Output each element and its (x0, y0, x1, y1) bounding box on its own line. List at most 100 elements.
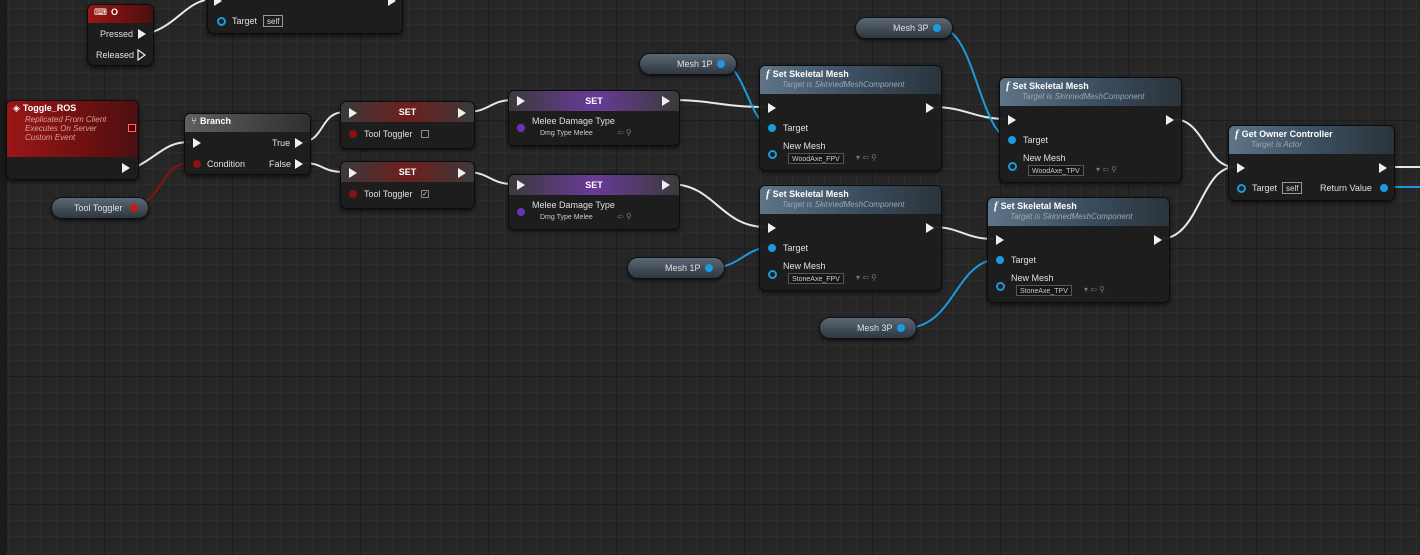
target-pin[interactable] (768, 124, 776, 132)
condition-pin[interactable] (193, 160, 201, 168)
reset-arrow-icon[interactable]: ▾ ⇦ ⚲ (856, 153, 878, 162)
exec-in-pin[interactable] (193, 138, 201, 148)
new-mesh-pin[interactable] (768, 150, 777, 159)
exec-in-pin[interactable] (1237, 163, 1245, 173)
exec-out-pin[interactable] (662, 180, 670, 190)
new-mesh-pin[interactable] (768, 270, 777, 279)
damage-type-dropdown[interactable]: Dmg Type Melee (540, 130, 593, 137)
function-icon: f (994, 200, 998, 212)
function-icon: f (1235, 128, 1239, 140)
mesh-asset-dropdown[interactable]: WoodAxe_FPV (788, 153, 844, 164)
exec-in-pin[interactable] (349, 168, 357, 178)
checkbox-unchecked[interactable] (421, 130, 429, 138)
variable-label: Mesh 1P (665, 263, 701, 273)
exec-out-pin[interactable] (458, 168, 466, 178)
set-tool-toggler-true[interactable]: SET Tool Toggler ✓ (340, 161, 475, 209)
self-value[interactable]: self (263, 15, 284, 27)
function-title: Get Owner Controller (1241, 129, 1333, 139)
mesh-3p-getter-top[interactable]: Mesh 3P (855, 17, 953, 39)
target-pin[interactable] (217, 17, 226, 26)
exec-out-pin[interactable] (458, 108, 466, 118)
exec-in-pin[interactable] (214, 0, 222, 6)
exec-in-pin[interactable] (517, 96, 525, 106)
self-value[interactable]: self (1282, 182, 1303, 194)
exec-in-pin[interactable] (768, 223, 776, 233)
function-subtitle: Target is SkinnedMeshComponent (782, 200, 905, 209)
target-pin[interactable] (1237, 184, 1246, 193)
exec-out-pin[interactable] (926, 103, 934, 113)
exec-out-pin[interactable] (122, 163, 130, 173)
object-out-pin[interactable] (933, 24, 941, 32)
reset-arrow-icon[interactable]: ▾ ⇦ ⚲ (1096, 165, 1118, 174)
reset-arrow-icon[interactable]: ⇦ ⚲ (617, 128, 632, 137)
object-out-pin[interactable] (705, 264, 713, 272)
function-subtitle: Target is Actor (1251, 140, 1302, 149)
exec-in-pin[interactable] (996, 235, 1004, 245)
damage-type-dropdown[interactable]: Dmg Type Melee (540, 214, 593, 221)
exec-out-pin[interactable] (1154, 235, 1162, 245)
mesh-1p-getter-top[interactable]: Mesh 1P (639, 53, 737, 75)
set-header: SET (341, 162, 474, 182)
tool-toggler-getter[interactable]: Tool Toggler (51, 197, 149, 219)
return-value-pin[interactable] (1380, 184, 1388, 192)
function-title: Set Skeletal Mesh (772, 69, 849, 79)
exec-out-pin[interactable] (1379, 163, 1387, 173)
tool-toggler-pin[interactable] (349, 130, 357, 138)
exec-out-pin[interactable] (662, 96, 670, 106)
event-header: ◈Toggle_ROS Replicated From Client Execu… (7, 101, 138, 157)
mesh-asset-dropdown[interactable]: WoodAxe_TPV (1028, 165, 1084, 176)
tool-toggler-pin[interactable] (349, 190, 357, 198)
exec-in-pin[interactable] (1008, 115, 1016, 125)
false-exec-pin[interactable] (295, 159, 303, 169)
pin-label: Tool Toggler (364, 129, 413, 139)
target-pin[interactable] (996, 256, 1004, 264)
input-key-event-o[interactable]: ⌨O Pressed Released (87, 4, 154, 66)
mesh-asset-dropdown[interactable]: StoneAxe_TPV (1016, 285, 1072, 296)
exec-in-pin[interactable] (768, 103, 776, 113)
bool-out-pin[interactable] (130, 204, 138, 212)
exec-in-pin[interactable] (349, 108, 357, 118)
reset-arrow-icon[interactable]: ▾ ⇦ ⚲ (1084, 285, 1106, 294)
set-melee-damage-type-1[interactable]: SET Melee Damage Type Dmg Type Melee ⇦ ⚲ (508, 90, 680, 146)
true-exec-pin[interactable] (295, 138, 303, 148)
custom-event-toggle-ros[interactable]: ◈Toggle_ROS Replicated From Client Execu… (6, 100, 139, 180)
set-header: SET (509, 175, 679, 195)
exec-out-pin[interactable] (388, 0, 396, 6)
new-mesh-pin[interactable] (996, 282, 1005, 291)
variable-label: Mesh 3P (893, 23, 929, 33)
released-exec-outline-icon (137, 49, 147, 61)
object-out-pin[interactable] (897, 324, 905, 332)
object-out-pin[interactable] (717, 60, 725, 68)
new-mesh-pin[interactable] (1008, 162, 1017, 171)
reset-arrow-icon[interactable]: ⇦ ⚲ (617, 212, 632, 221)
exec-out-pin[interactable] (1166, 115, 1174, 125)
damage-type-pin[interactable] (517, 208, 525, 216)
mesh-3p-getter-bottom[interactable]: Mesh 3P (819, 317, 917, 339)
set-title: SET (398, 107, 417, 117)
branch-node[interactable]: ⑂Branch Condition True False (184, 113, 311, 175)
set-title: SET (585, 96, 603, 106)
condition-label: Condition (207, 159, 246, 169)
exec-in-pin[interactable] (517, 180, 525, 190)
top-function-node[interactable]: Target self (207, 0, 403, 34)
exec-out-pin[interactable] (926, 223, 934, 233)
function-subtitle: Target is SkinnedMeshComponent (782, 80, 905, 89)
mesh-1p-getter-bottom[interactable]: Mesh 1P (627, 257, 725, 279)
set-tool-toggler-false[interactable]: SET Tool Toggler (340, 101, 475, 149)
reset-arrow-icon[interactable]: ▾ ⇦ ⚲ (856, 273, 878, 282)
pressed-exec-pin[interactable] (138, 29, 146, 39)
damage-type-pin[interactable] (517, 124, 525, 132)
target-pin[interactable] (768, 244, 776, 252)
event-diamond-icon: ◈ (13, 103, 20, 113)
checkbox-checked[interactable]: ✓ (421, 190, 429, 198)
mesh-asset-dropdown[interactable]: StoneAxe_FPV (788, 273, 844, 284)
target-pin[interactable] (1008, 136, 1016, 144)
true-label: True (272, 138, 291, 148)
set-melee-damage-type-2[interactable]: SET Melee Damage Type Dmg Type Melee ⇦ ⚲ (508, 174, 680, 230)
